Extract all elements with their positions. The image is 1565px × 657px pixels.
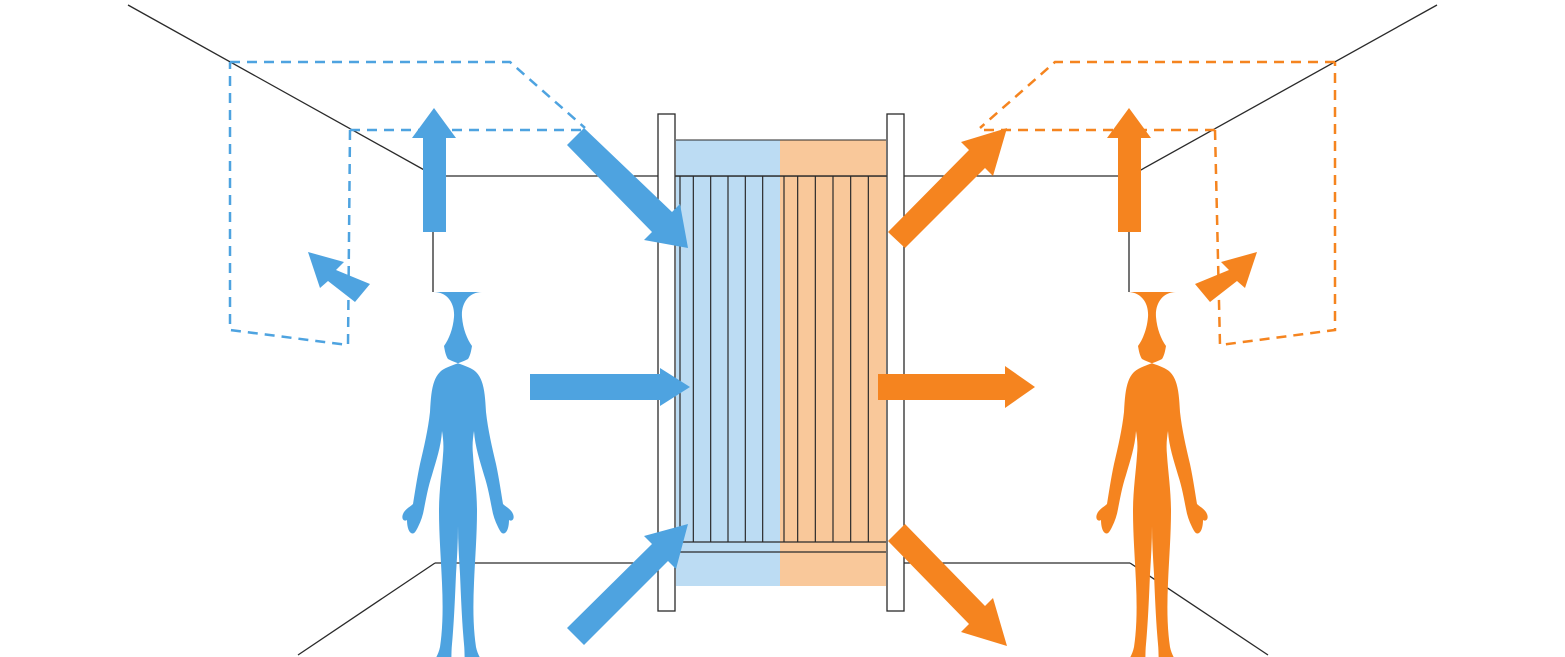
- arrow-orange-out-top: [888, 128, 1007, 248]
- arrow-orange-out-bottom: [888, 524, 1007, 646]
- person-blue-icon: [402, 292, 514, 657]
- ceiling-edge-left: [127, 4, 436, 177]
- arrow-blue-in-top: [567, 128, 688, 248]
- arrow-blue-up: [412, 108, 456, 232]
- arrow-orange-out-middle: [878, 366, 1035, 408]
- floor-edge-right: [1129, 562, 1269, 656]
- blue-dashed-loop: [228, 60, 586, 347]
- person-orange-icon: [1096, 292, 1208, 657]
- arrow-orange-up: [1107, 108, 1151, 232]
- blue-arrows: [308, 108, 690, 645]
- arrow-orange-loop: [1195, 252, 1257, 302]
- exchanger-panel: [657, 113, 905, 612]
- arrow-blue-in-bottom: [567, 524, 688, 645]
- orange-arrows: [878, 108, 1257, 646]
- dashed-loops: [228, 60, 1337, 347]
- orange-dashed-loop: [979, 60, 1337, 347]
- arrow-blue-in-middle: [530, 368, 690, 406]
- arrow-blue-loop: [308, 252, 370, 302]
- ceiling-edge-right: [1129, 4, 1438, 177]
- panel-slats: [679, 176, 869, 542]
- floor-edge-left: [297, 562, 436, 656]
